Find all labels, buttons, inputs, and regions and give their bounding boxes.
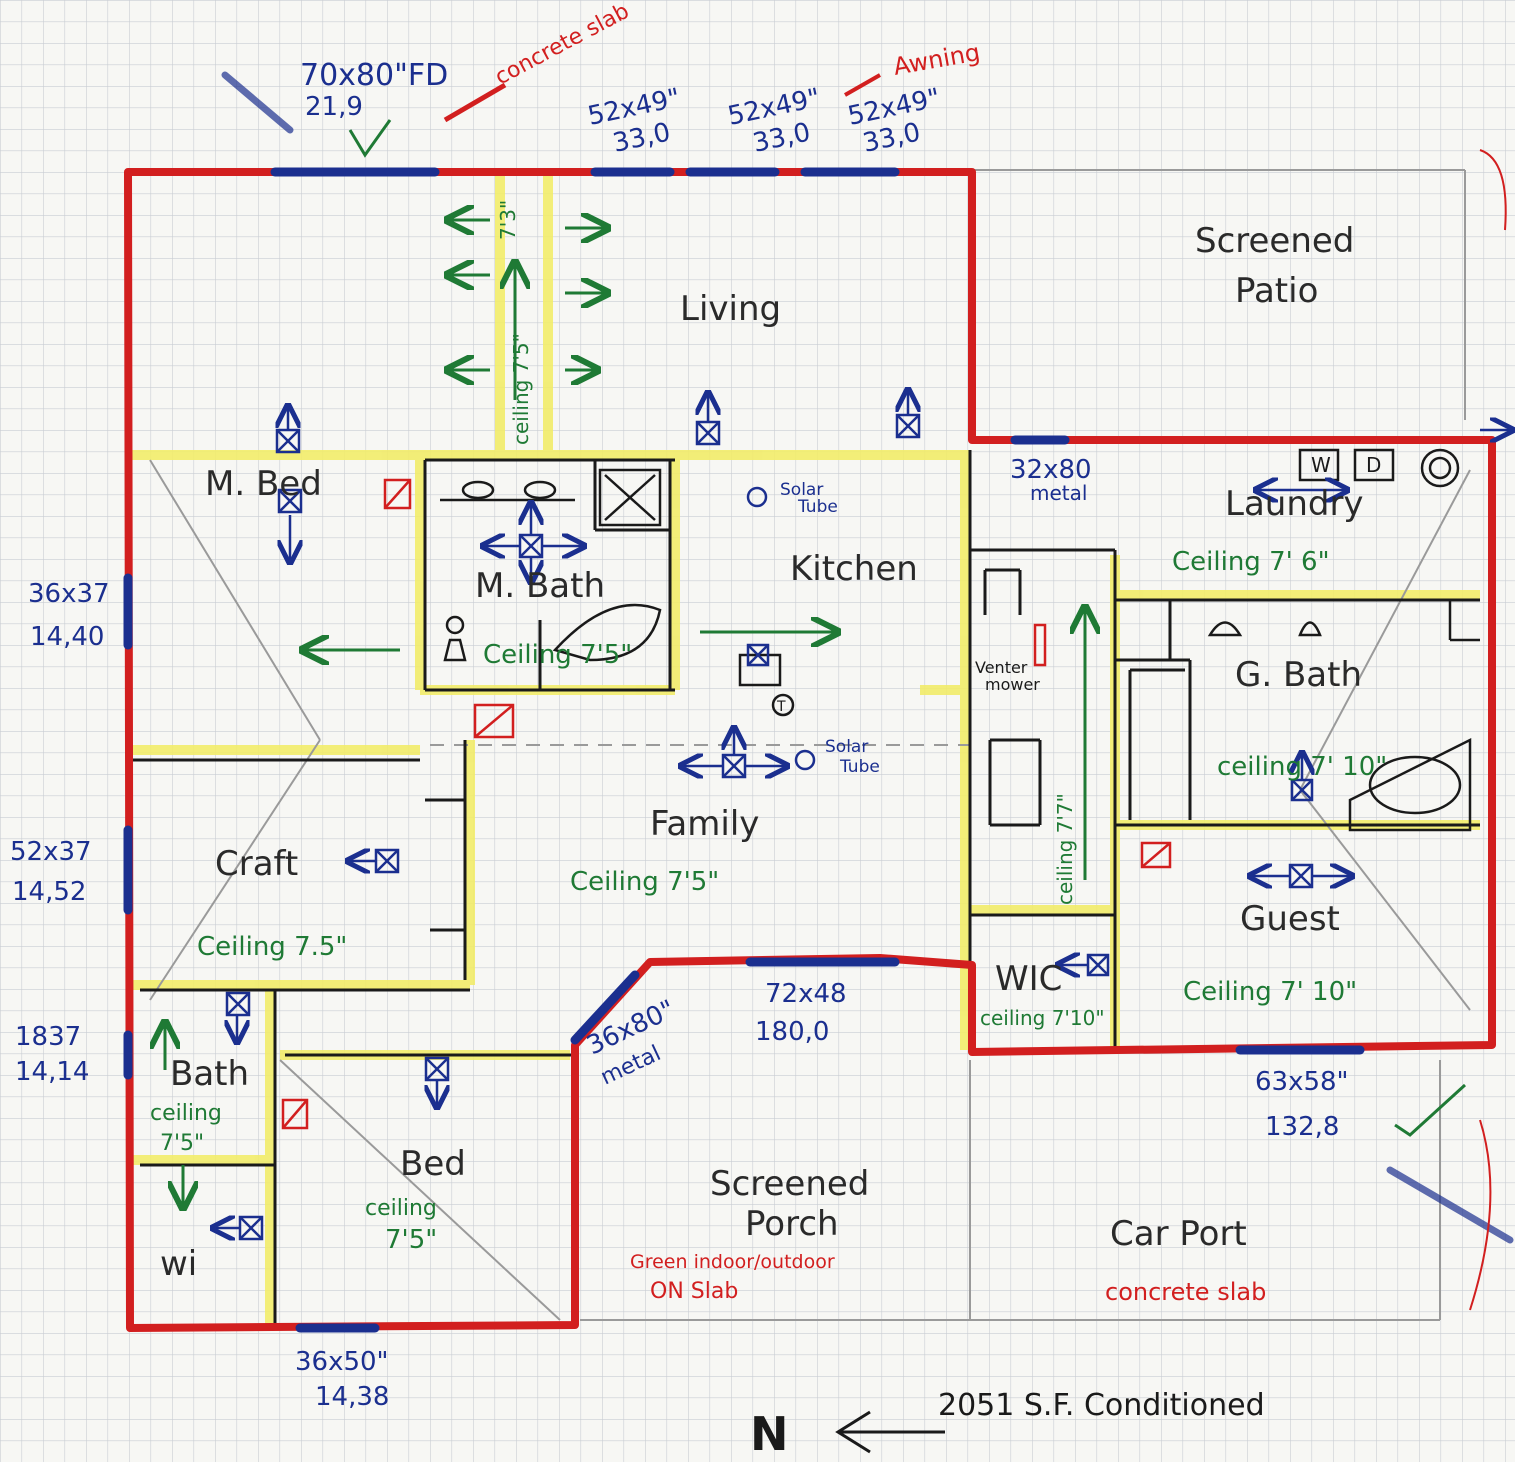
window-bath-size: 1837 bbox=[15, 1022, 81, 1052]
ceiling-hall-vertical: ceiling 7'7" bbox=[1053, 793, 1077, 905]
window-guest-value: 132,8 bbox=[1265, 1112, 1339, 1142]
window-porch-size: 72x48 bbox=[765, 979, 847, 1009]
thermostat-label: T bbox=[776, 699, 786, 715]
ceiling-living-vertical: ceiling 7'5" bbox=[509, 333, 533, 445]
note-solar-tube-2-line2: Tube bbox=[839, 757, 880, 777]
door-laundry-size: 32x80 bbox=[1010, 455, 1092, 485]
dryer-label: D bbox=[1366, 453, 1381, 477]
room-wi: wi bbox=[160, 1244, 197, 1284]
room-screened-porch-line1: Screened bbox=[710, 1164, 869, 1204]
room-master-bed: M. Bed bbox=[205, 464, 322, 504]
note-solar-tube-1-line2: Tube bbox=[797, 497, 838, 517]
note-vent-line2: mower bbox=[985, 675, 1040, 694]
window-bath-value: 14,14 bbox=[15, 1057, 89, 1087]
room-family: Family bbox=[650, 804, 759, 844]
ceiling-family: Ceiling 7'5" bbox=[570, 867, 719, 897]
door-laundry-material: metal bbox=[1030, 481, 1087, 505]
fixtures bbox=[440, 448, 1480, 832]
room-screened-porch-line2: Porch bbox=[745, 1204, 839, 1244]
room-guest-bath: G. Bath bbox=[1235, 655, 1362, 695]
room-bed: Bed bbox=[400, 1144, 466, 1184]
room-craft: Craft bbox=[215, 844, 298, 884]
ceiling-living-top: 7'3" bbox=[496, 200, 520, 240]
note-vent-line1: Venter bbox=[975, 658, 1028, 677]
green-arrows bbox=[165, 119, 1467, 1205]
room-screened-patio-line2: Patio bbox=[1235, 271, 1318, 311]
washer-label: W bbox=[1311, 453, 1331, 477]
room-guest: Guest bbox=[1240, 899, 1340, 939]
room-laundry: Laundry bbox=[1225, 484, 1364, 524]
window-craft-value: 14,52 bbox=[12, 877, 86, 907]
compass-north-label: N bbox=[750, 1407, 789, 1461]
window-mbed-value: 14,40 bbox=[30, 622, 104, 652]
window-guest-size: 63x58" bbox=[1255, 1067, 1349, 1097]
window-craft-size: 52x37 bbox=[10, 837, 92, 867]
room-screened-patio-line1: Screened bbox=[1195, 221, 1354, 261]
window-porch-value: 180,0 bbox=[755, 1017, 829, 1047]
room-bath: Bath bbox=[170, 1054, 249, 1094]
ceiling-craft: Ceiling 7.5" bbox=[197, 932, 347, 962]
gray-light-lines bbox=[149, 169, 1471, 1321]
note-carport-slab: concrete slab bbox=[1105, 1278, 1266, 1306]
exterior-walls bbox=[124, 168, 1496, 1332]
ceiling-wic: ceiling 7'10" bbox=[980, 1006, 1105, 1030]
ceiling-bath-line1: ceiling bbox=[150, 1101, 222, 1126]
ceiling-guest-bath: ceiling 7' 10" bbox=[1217, 752, 1387, 782]
room-living: Living bbox=[680, 289, 781, 329]
interior-walls bbox=[130, 450, 1480, 1325]
ceiling-bed-line2: 7'5" bbox=[385, 1225, 437, 1255]
total-area-label: 2051 S.F. Conditioned bbox=[938, 1388, 1265, 1423]
return-vents bbox=[281, 73, 1507, 1311]
window-front-door-size: 70x80"FD bbox=[300, 58, 448, 93]
room-wic: WIC bbox=[995, 959, 1062, 999]
note-porch-line2: ON Slab bbox=[650, 1279, 738, 1304]
windows-doors bbox=[123, 71, 1514, 1333]
blue-arrows bbox=[215, 392, 1510, 1228]
window-mbed-size: 36x37 bbox=[28, 579, 110, 609]
compass-arrow bbox=[835, 1410, 945, 1454]
note-solar-tube-2-line1: Solar bbox=[825, 737, 868, 757]
window-bed-size: 36x50" bbox=[295, 1347, 389, 1377]
room-carport: Car Port bbox=[1110, 1214, 1247, 1254]
room-master-bath: M. Bath bbox=[475, 566, 605, 606]
note-porch-line1: Green indoor/outdoor bbox=[630, 1251, 835, 1273]
window-front-door-value: 21,9 bbox=[305, 92, 363, 122]
ceiling-bath-line2: 7'5" bbox=[160, 1131, 204, 1156]
ceiling-bed-line1: ceiling bbox=[365, 1196, 437, 1221]
ceiling-laundry: Ceiling 7' 6" bbox=[1172, 547, 1330, 577]
ceiling-guest: Ceiling 7' 10" bbox=[1183, 977, 1357, 1007]
window-bed-value: 14,38 bbox=[315, 1382, 389, 1412]
room-kitchen: Kitchen bbox=[790, 549, 918, 589]
note-solar-tube-1-line1: Solar bbox=[780, 480, 823, 500]
ceiling-master-bath: Ceiling 7'5" bbox=[483, 640, 632, 670]
